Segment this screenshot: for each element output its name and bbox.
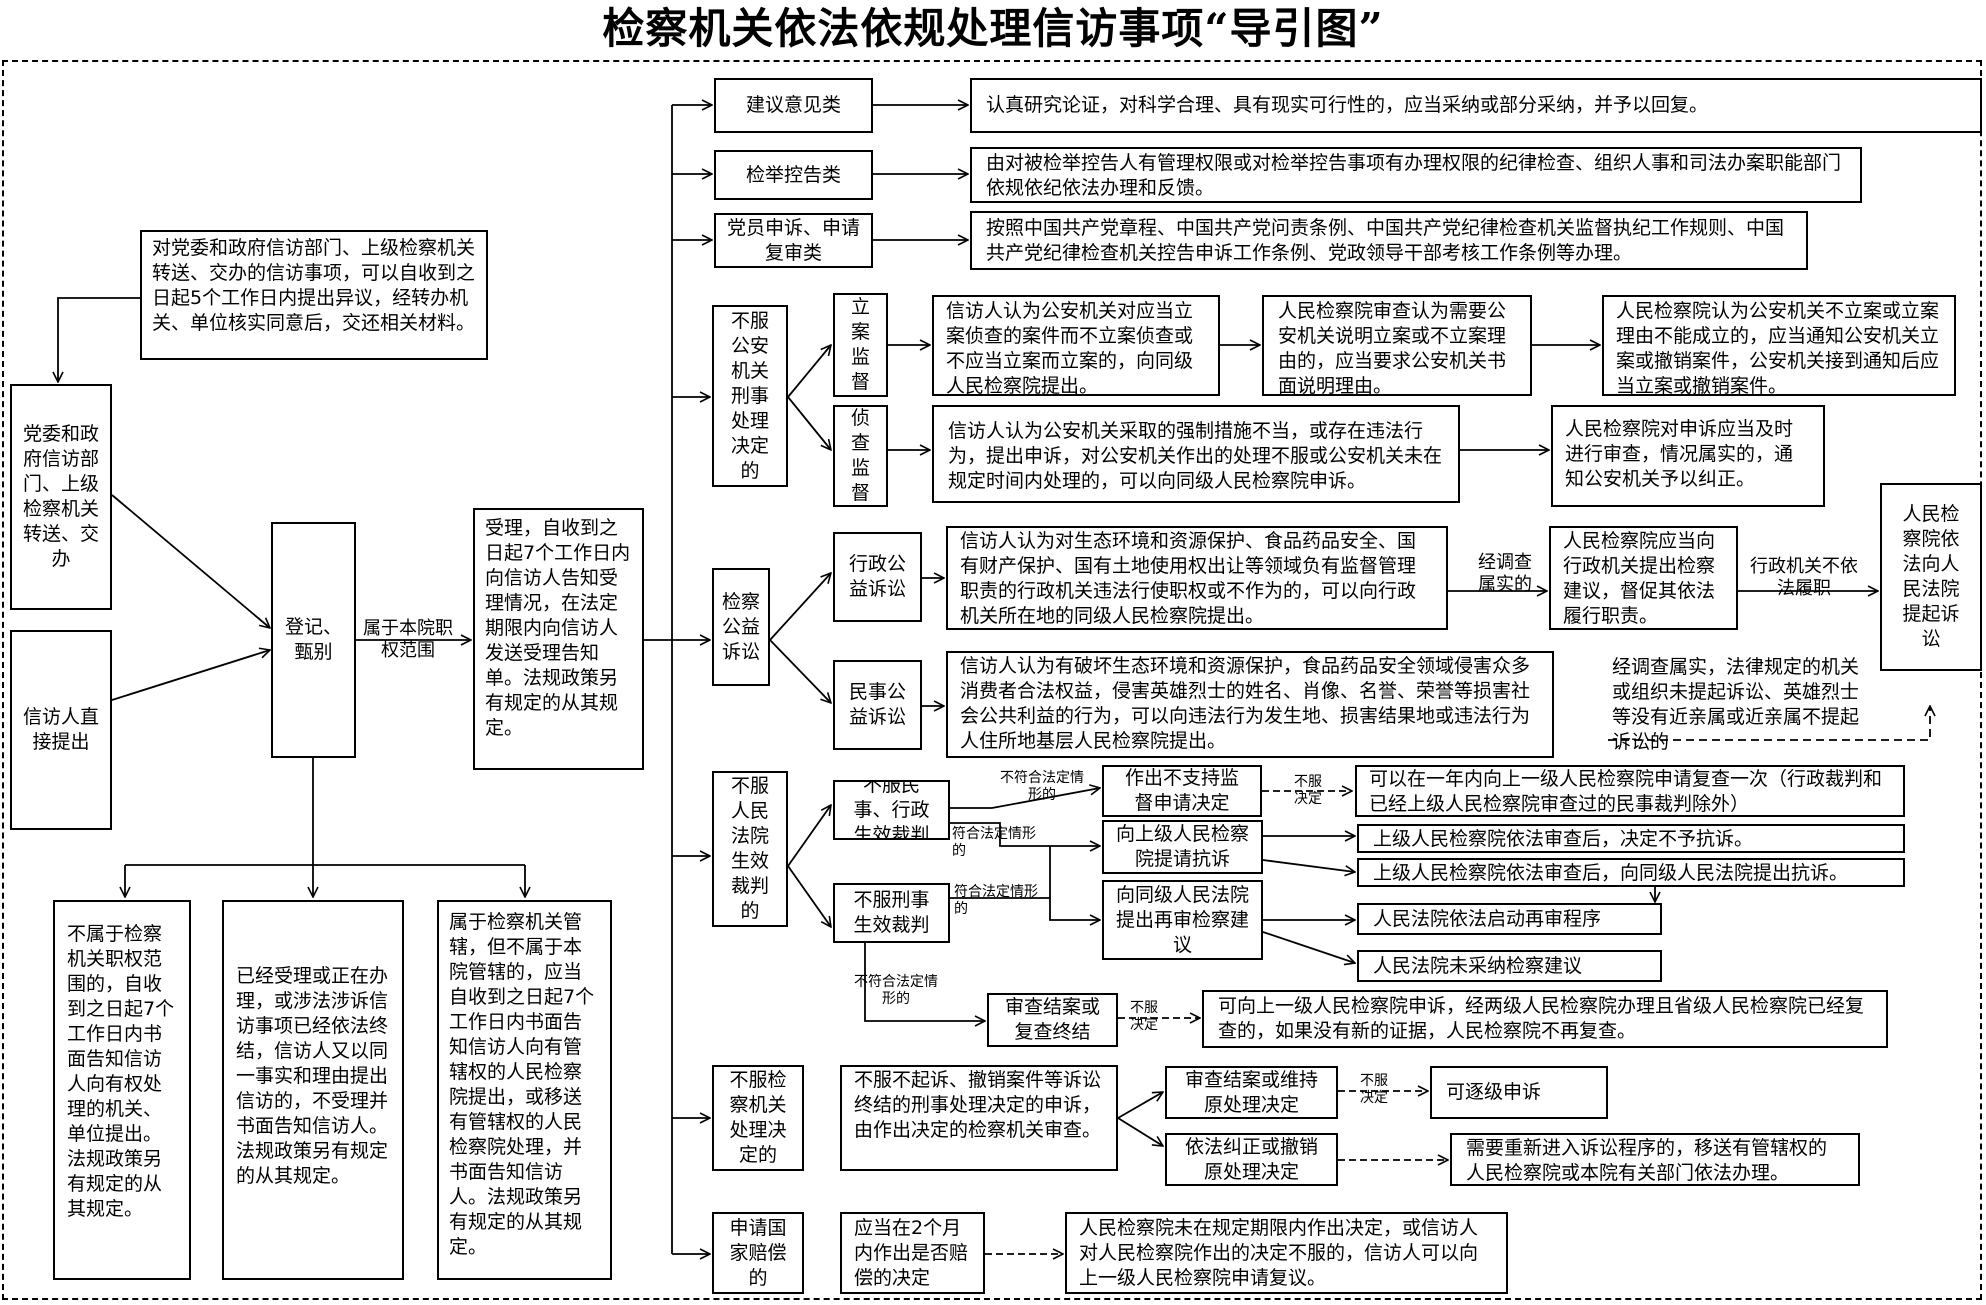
escalate-appeal: 可逐级申诉 xyxy=(1430,1066,1608,1119)
no-protest: 上级人民检察院依法审查后，决定不予抗诉。 xyxy=(1357,824,1905,853)
correct-decision: 依法纠正或撤销原处理决定 xyxy=(1165,1133,1338,1186)
compensation-reconsider: 人民检察院未在规定期限内作出决定，或信访人对人民检察院作出的决定不服的，信访人可… xyxy=(1065,1212,1508,1294)
objection-note: 对党委和政府信访部门、上级检察机关转送、交办的信访事项，可以自收到之日起5个工作… xyxy=(140,230,488,360)
source-party: 党委和政府信访部门、上级检察机关转送、交办 xyxy=(10,384,112,610)
not-legal-label-2: 不符合法定情形的 xyxy=(854,974,938,1007)
appeal-label-2: 不服决定 xyxy=(1130,1000,1158,1033)
retrial-rejected: 人民法院未采纳检察建议 xyxy=(1357,950,1662,982)
report-category: 检举控告类 xyxy=(714,150,873,200)
review-once: 可以在一年内向上一级人民检察院申请复查一次（行政裁判和已经上级人民检察院审查过的… xyxy=(1355,765,1905,817)
filing-step3: 人民检察院认为公安机关不立案或立案理由不能成立的，应当通知公安机关立案或撤销案件… xyxy=(1602,295,1956,396)
compensation-category: 申请国家赔偿的 xyxy=(712,1212,804,1294)
admin-public-interest: 行政公益诉讼 xyxy=(833,532,922,622)
protest: 上级人民检察院依法审查后，向同级人民法院提出抗诉。 xyxy=(1357,858,1905,887)
civil-verified-note: 经调查属实，法律规定的机关或组织未提起诉讼、英雄烈士等没有近亲属或近亲属不提起诉… xyxy=(1612,656,1860,753)
report-desc: 由对被检举控告人有管理权限或对检举控告事项有办理权限的纪律检查、组织人事和司法办… xyxy=(970,147,1862,203)
noncompliance-label: 行政机关不依法履职 xyxy=(1750,556,1858,599)
police-category: 不服公安机关刑事处理决定的 xyxy=(712,305,788,487)
legal-label-2: 符合法定情形的 xyxy=(954,884,1038,917)
register-box: 登记、甄别 xyxy=(271,522,356,758)
outcome-not-procuratorate: 不属于检察机关职权范围的，自收到之日起7个工作日内书面告知信访人向有权处理的机关… xyxy=(53,900,191,1280)
public-interest-category: 检察公益诉讼 xyxy=(712,568,770,686)
filing-supervision: 立案监督 xyxy=(833,293,888,397)
suggestion-desc: 认真研究论证，对科学合理、具有现实可行性的，应当采纳或部分采纳，并予以回复。 xyxy=(970,78,1982,133)
within-scope-label: 属于本院职权范围 xyxy=(363,618,453,661)
verified-label: 经调查属实的 xyxy=(1478,552,1532,595)
legal-label-1: 符合法定情形的 xyxy=(952,826,1036,859)
suggestion-category: 建议意见类 xyxy=(714,78,873,133)
retrial-proposal: 向同级人民法院提出再审检察建议 xyxy=(1102,880,1263,960)
procuratorate-desc: 不服不起诉、撤销案件等诉讼终结的刑事处理决定的申诉，由作出决定的检察机关审查。 xyxy=(840,1065,1118,1171)
investigation-step2: 人民检察院对申诉应当及时进行审查，情况属实的，通知公安机关予以纠正。 xyxy=(1551,405,1825,507)
outcome-other-court: 属于检察机关管辖，但不属于本院管辖的，应当自收到之日起7个工作日内书面告知信访人… xyxy=(437,900,612,1280)
civil-admin-judgment: 不服民事、行政生效裁判 xyxy=(833,780,950,840)
party-appeal-category: 党员申诉、申请复审类 xyxy=(714,213,873,268)
court-category: 不服人民法院生效裁判的 xyxy=(712,771,788,927)
appeal-label-3: 不服决定 xyxy=(1360,1073,1388,1106)
outcome-already-handled: 已经受理或正在办理，或涉法涉诉信访事项已经依法终结，信访人又以同一事实和理由提出… xyxy=(222,900,404,1280)
retrial-start: 人民法院依法启动再审程序 xyxy=(1357,903,1662,935)
party-appeal-desc: 按照中国共产党章程、中国共产党问责条例、中国共产党纪律检查机关监督执纪工作规则、… xyxy=(970,211,1808,270)
review-note: 可向上一级人民检察院申诉，经两级人民检察院办理且省级人民检察院已经复查的，如果没… xyxy=(1202,990,1888,1048)
diagram-frame xyxy=(2,60,1982,1300)
request-protest: 向上级人民检察院提请抗诉 xyxy=(1102,820,1263,874)
appeal-label-1: 不服决定 xyxy=(1294,774,1322,807)
procuratorial-proposal: 人民检察院应当向行政机关提出检察建议，督促其依法履行职责。 xyxy=(1549,526,1738,630)
criminal-judgment: 不服刑事生效裁判 xyxy=(833,883,950,943)
public-interest-lawsuit: 人民检察院依法向人民法院提起诉讼 xyxy=(1880,483,1982,671)
compensation-decide: 应当在2个月内作出是否赔偿的决定 xyxy=(840,1212,985,1294)
admin-public-interest-desc: 信访人认为对生态环境和资源保护、食品药品安全、国有财产保护、国有土地使用权出让等… xyxy=(946,526,1448,630)
investigation-step1: 信访人认为公安机关采取的强制措施不当，或存在违法行为，提出申诉，对公安机关作出的… xyxy=(932,405,1460,503)
not-support-decision: 作出不支持监督申请决定 xyxy=(1102,765,1262,817)
accept-box: 受理，自收到之日起7个工作日内向信访人告知受理情况，在法定期限内向信访人发送受理… xyxy=(473,508,644,770)
page-title: 检察机关依法依规处理信访事项“导引图” xyxy=(602,4,1384,53)
filing-step2: 人民检察院审查认为需要公安机关说明立案或不立案理由的，应当要求公安机关书面说明理… xyxy=(1262,295,1532,396)
procuratorate-category: 不服检察机关处理决定的 xyxy=(712,1065,804,1171)
maintain-decision: 审查结案或维持原处理决定 xyxy=(1165,1066,1338,1119)
transfer-note: 需要重新进入诉讼程序的，移送有管辖权的人民检察院或本院有关部门依法办理。 xyxy=(1450,1133,1860,1186)
investigation-supervision: 侦查监督 xyxy=(833,405,888,507)
civil-public-interest: 民事公益诉讼 xyxy=(833,660,922,750)
source-direct: 信访人直接提出 xyxy=(10,630,112,830)
civil-public-interest-desc: 信访人认为有破坏生态环境和资源保护，食品药品安全领域侵害众多消费者合法权益，侵害… xyxy=(946,651,1554,758)
not-legal-label-1: 不符合法定情形的 xyxy=(1000,770,1084,803)
review-end: 审查结案或复查终结 xyxy=(987,993,1118,1047)
filing-step1: 信访人认为公安机关对应当立案侦查的案件而不立案侦查或不应当立案而立案的，向同级人… xyxy=(932,295,1220,396)
